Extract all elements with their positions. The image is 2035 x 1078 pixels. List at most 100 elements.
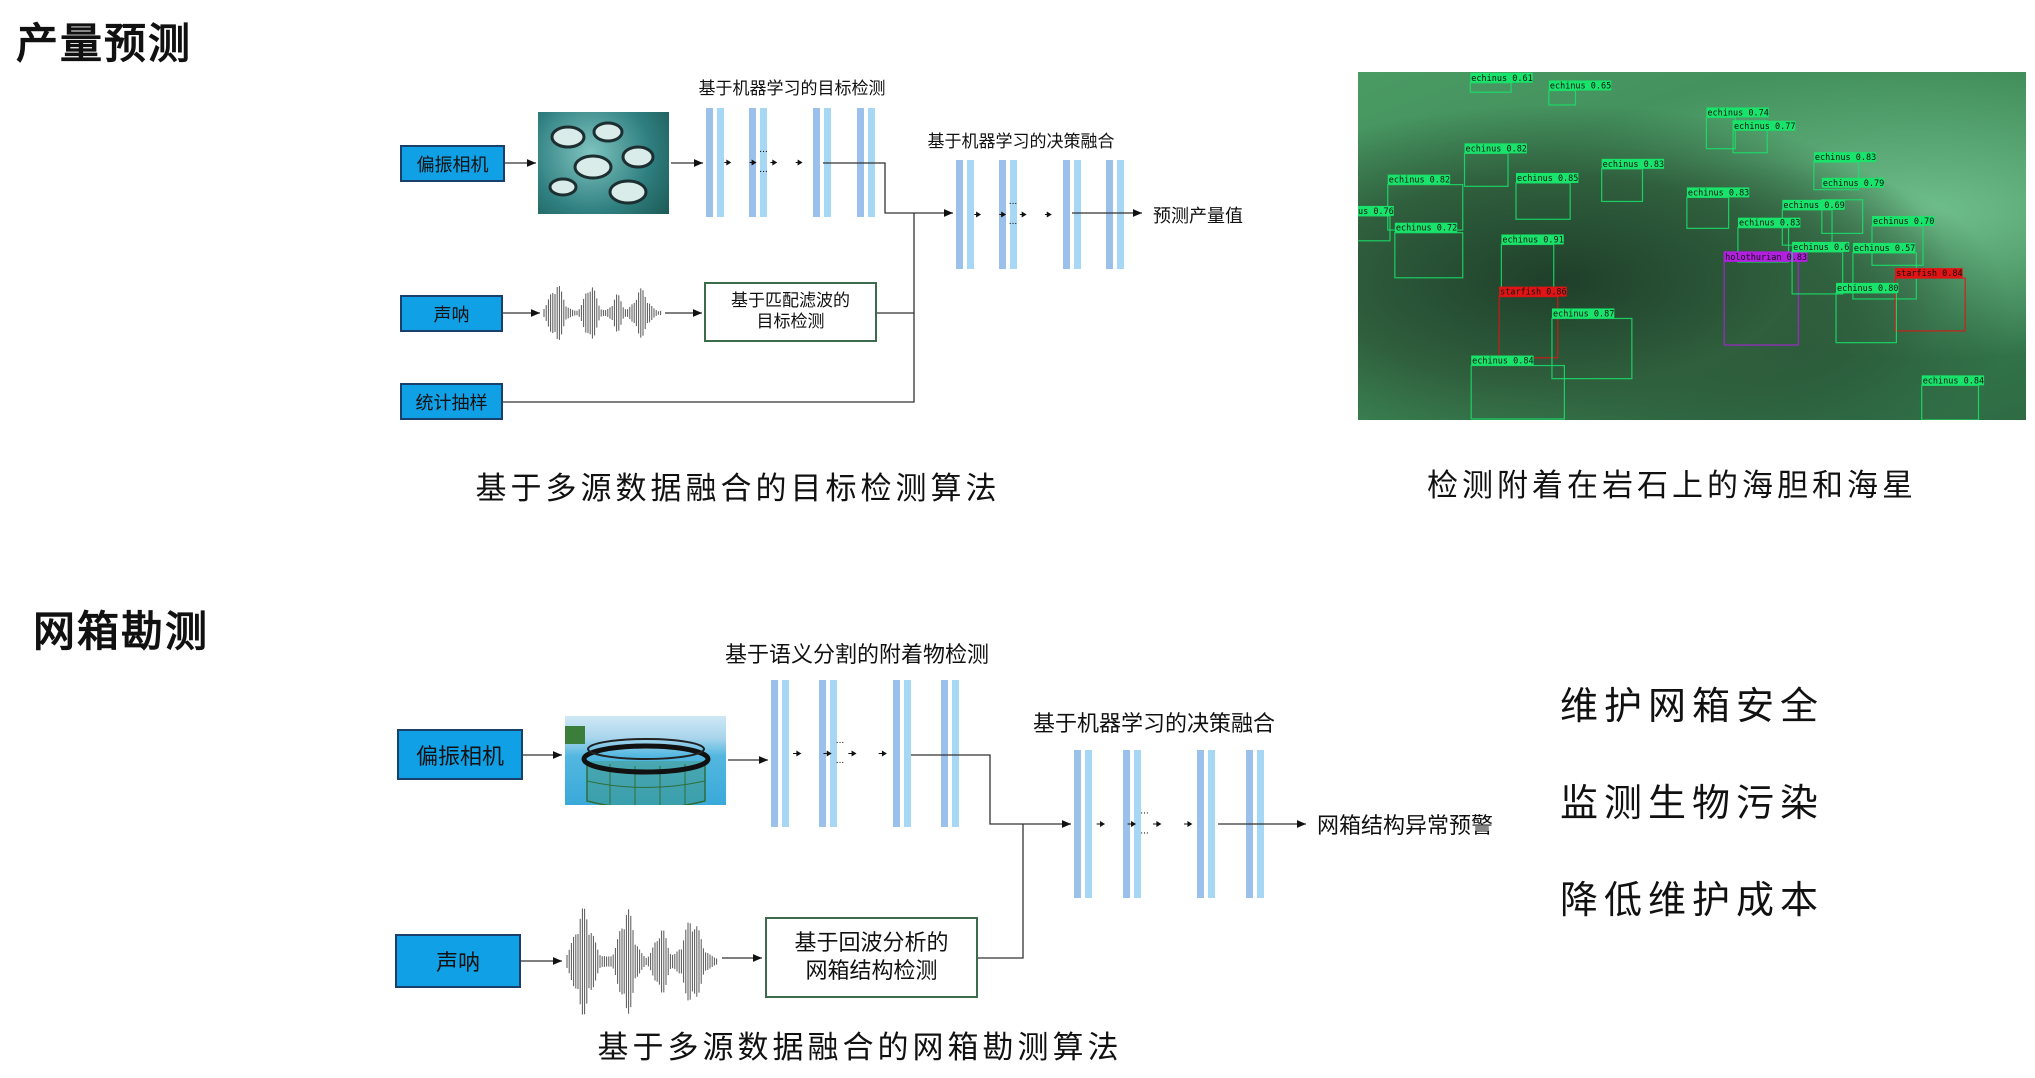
network-layer — [1123, 750, 1142, 898]
network-layer — [819, 680, 838, 827]
svg-text:···: ··· — [1009, 200, 1018, 210]
detection-label: echinus 0.79 — [1823, 179, 1884, 189]
benefit-item: 降低维护成本 — [1560, 878, 1825, 922]
detection-label: echinus 0.83 — [1739, 219, 1800, 229]
caption-target-detection-algorithm: 基于多源数据融合的目标检测算法 — [475, 471, 1001, 507]
detection-label: echinus 0.76 — [1358, 207, 1394, 217]
neural-net-fusion-2: ··· ··· — [1074, 750, 1265, 898]
detection-box-starfish: starfish 0.84 — [1894, 268, 1966, 332]
benefit-item: 维护网箱安全 — [1560, 684, 1825, 728]
neural-net-fusion-1: ··· ··· — [956, 160, 1124, 269]
input-polarization-camera-2: 偏振相机 — [397, 729, 523, 780]
network-layer — [706, 108, 724, 217]
detection-label: echinus 0.70 — [1873, 217, 1934, 227]
layer-arrows: ··· ··· — [974, 200, 1052, 230]
detection-label: echinus 0.85 — [1517, 174, 1578, 184]
network-layer — [956, 160, 974, 269]
detection-label: echinus 0.74 — [1707, 108, 1768, 118]
matched-filter-line2: 目标检测 — [756, 312, 825, 332]
detection-label: starfish 0.86 — [1500, 288, 1567, 298]
detection-label: echinus 0.72 — [1396, 224, 1457, 234]
neural-net-segmentation: ··· ··· — [771, 680, 959, 827]
network-layer — [892, 680, 911, 827]
svg-text:···: ··· — [759, 148, 768, 158]
svg-text:···: ··· — [836, 759, 845, 769]
detection-label: echinus 0.84 — [1472, 357, 1533, 367]
detection-label: echinus 0.61 — [1471, 74, 1532, 84]
network-layer — [1197, 750, 1216, 898]
network-layer — [1105, 160, 1124, 269]
label-decision-fusion-1: 基于机器学习的决策融合 — [927, 132, 1115, 152]
section-title-yield-prediction: 产量预测 — [16, 19, 193, 68]
fish-stripes — [548, 121, 655, 205]
detection-box-holothurian: holothurian 0.83 — [1723, 251, 1808, 346]
detection-label: echinus 0.83 — [1688, 188, 1749, 198]
network-layer — [940, 680, 959, 827]
layer-arrows: ··· ··· — [1096, 809, 1193, 839]
detection-box-echinus: echinus 0.83 — [1737, 217, 1800, 263]
detection-box-echinus: echinus 0.84 — [1470, 355, 1565, 420]
detection-box-echinus: echinus 0.83 — [1601, 158, 1664, 203]
echo-analysis-line2: 网箱结构检测 — [805, 958, 938, 984]
detection-label: starfish 0.84 — [1896, 269, 1963, 279]
neural-net-detection: ··· ··· — [706, 108, 875, 217]
label-semantic-segmentation: 基于语义分割的附着物检测 — [724, 643, 990, 668]
detection-label: echinus 0.83 — [1603, 160, 1664, 170]
echo-analysis-box: 基于回波分析的网箱结构检测 — [765, 917, 978, 998]
detection-box-echinus: echinus 0.82 — [1387, 174, 1464, 231]
svg-text:···: ··· — [1140, 809, 1149, 819]
detection-box-echinus: echinus 0.70 — [1871, 215, 1934, 266]
detection-box-echinus: echinus 0.83 — [1686, 187, 1749, 229]
input-sonar-2: 声呐 — [395, 934, 521, 988]
detection-label: echinus 0.87 — [1553, 309, 1614, 319]
detection-box-echinus: echinus 0.65 — [1548, 80, 1611, 106]
detection-box-echinus: echinus 0.61 — [1469, 72, 1533, 93]
detection-label: echinus 0.57 — [1854, 244, 1915, 254]
network-layer — [1062, 160, 1081, 269]
matched-filter-line1: 基于匹配滤波的 — [731, 290, 850, 311]
detection-label: echinus 0.82 — [1466, 144, 1527, 154]
sonar-waveform-2 — [566, 908, 718, 1015]
svg-text:···: ··· — [836, 739, 845, 749]
detection-label: echinus 0.77 — [1734, 122, 1795, 132]
section-title-cage-survey: 网箱勘测 — [33, 607, 210, 656]
detection-box-echinus: echinus 0.80 — [1835, 282, 1898, 344]
detection-box-echinus: echinus 0.74 — [1705, 107, 1769, 150]
detection-label: holothurian 0.83 — [1725, 253, 1807, 263]
detection-label: echinus 0.82 — [1389, 176, 1450, 186]
input-sonar-1: 声呐 — [400, 295, 503, 332]
detection-label: echinus 0.6 — [1793, 243, 1849, 253]
sonar-waveform-1 — [543, 286, 662, 340]
detection-box-echinus: echinus 0.6 — [1791, 241, 1849, 295]
detection-label: echinus 0.80 — [1837, 284, 1898, 294]
net-cage-drawing — [565, 726, 711, 805]
detection-label: echinus 0.69 — [1783, 201, 1844, 211]
svg-text:···: ··· — [1009, 220, 1018, 230]
svg-text:···: ··· — [1140, 829, 1149, 839]
detection-overlay: echinus 0.61 echinus 0.65 echinus 0.74 echi… — [1358, 72, 1984, 420]
detection-box-echinus: echinus 0.82 — [1463, 143, 1527, 187]
net-cage-image — [565, 716, 726, 805]
svg-text:···: ··· — [759, 168, 768, 178]
detection-box-echinus: echinus 0.72 — [1394, 222, 1464, 279]
layer-arrows: ··· ··· — [724, 148, 803, 178]
label-ml-detection: 基于机器学习的目标检测 — [698, 79, 886, 99]
output-cage-anomaly-warning: 网箱结构异常预警 — [1317, 814, 1494, 839]
input-statistical-sampling: 统计抽样 — [400, 383, 503, 420]
detection-box-echinus: echinus 0.85 — [1515, 172, 1578, 220]
detection-box-echinus: echinus 0.83 — [1813, 152, 1876, 191]
detection-box-echinus: echinus 0.76 — [1358, 205, 1394, 242]
benefit-item: 监测生物污染 — [1560, 781, 1825, 825]
caption-cage-survey-algorithm: 基于多源数据融合的网箱勘测算法 — [597, 1030, 1123, 1066]
detection-box-echinus: echinus 0.87 — [1551, 308, 1633, 380]
network-layer — [771, 680, 789, 827]
input-polarization-camera: 偏振相机 — [400, 145, 505, 182]
detection-box-echinus: echinus 0.79 — [1821, 177, 1884, 234]
detection-label: echinus 0.91 — [1502, 235, 1563, 245]
network-layer — [1246, 750, 1265, 898]
detection-box-echinus: echinus 0.91 — [1500, 234, 1564, 291]
detection-box-starfish: starfish 0.86 — [1498, 286, 1567, 359]
underwater-detection-image: echinus 0.61 echinus 0.65 echinus 0.74 echi… — [1358, 72, 2026, 420]
network-layer — [856, 108, 875, 217]
fish-school-image — [538, 112, 669, 214]
